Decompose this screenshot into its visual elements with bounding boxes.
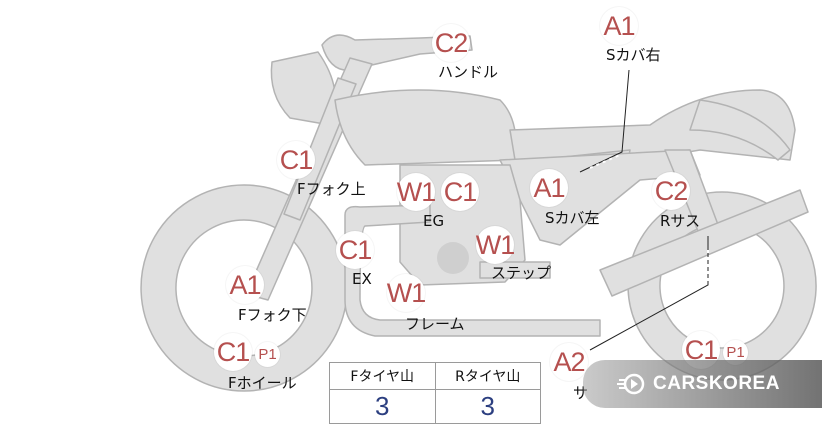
front-tire-value: 3 — [330, 390, 436, 423]
front-tire-header: Fタイヤ山 — [330, 363, 436, 390]
grade-rsus: C2 — [652, 172, 690, 210]
grade-step: W1 — [476, 226, 515, 264]
grade-ex: C1 — [336, 231, 374, 269]
tire-tread-table: Fタイヤ山 Rタイヤ山 3 3 — [329, 362, 541, 424]
grade-handle: C2 — [432, 24, 470, 62]
grade-eg-w: W1 — [397, 173, 436, 211]
label-scover-right: Sカバ右 — [606, 46, 661, 64]
label-ffork-upper: Fフォク上 — [297, 180, 366, 198]
step — [479, 261, 551, 279]
fuel-tank — [334, 89, 517, 166]
grade-eg-c: C1 — [441, 173, 479, 211]
grade-fwheel-p: P1 — [255, 342, 280, 367]
label-step: ステップ — [491, 264, 552, 282]
exhaust-pipe — [344, 204, 601, 337]
grade-ffork-upper: C1 — [277, 141, 315, 179]
grade-frame: W1 — [387, 274, 426, 312]
label-frame: フレーム — [405, 315, 465, 333]
label-ffork-lower: Fフォク下 — [238, 306, 307, 324]
carskorea-logo-icon — [617, 373, 645, 395]
label-fwheel: Fホイール — [228, 374, 297, 392]
grade-fwheel: C1 — [214, 333, 252, 371]
label-rsus: Rサス — [660, 212, 701, 230]
brand-name: CARSKOREA — [653, 373, 780, 394]
grade-rear-a: A2 — [550, 343, 588, 381]
rear-tire-header: Rタイヤ山 — [435, 363, 540, 390]
label-handle: ハンドル — [438, 63, 499, 81]
rear-tire-value: 3 — [480, 391, 495, 421]
label-scover-left: Sカバ左 — [545, 209, 600, 227]
label-ex: EX — [352, 270, 372, 288]
brand-watermark: CARSKOREA — [583, 360, 822, 408]
grade-scover-right: A1 — [600, 7, 638, 45]
grade-ffork-lower: A1 — [226, 266, 264, 304]
grade-scover-left: A1 — [530, 169, 568, 207]
label-eg: EG — [423, 212, 445, 230]
